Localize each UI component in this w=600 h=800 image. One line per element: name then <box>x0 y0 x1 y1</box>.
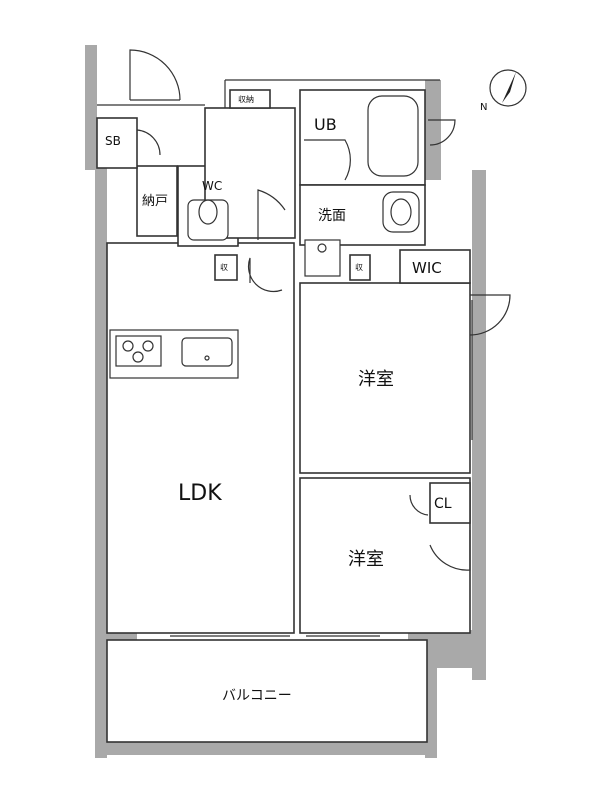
entrance <box>97 49 440 108</box>
unit-bath-label: UB <box>314 115 337 134</box>
compass-north-label: N <box>480 102 487 113</box>
storage-3 <box>349 254 371 281</box>
compass: N <box>480 69 527 113</box>
storage-3-label: 収 <box>355 262 363 272</box>
wic-room <box>399 249 471 284</box>
closet-room <box>429 482 471 524</box>
nando-label: 納戸 <box>142 194 168 209</box>
storage-2-label: 収 <box>220 262 228 272</box>
western-room-1 <box>299 282 471 474</box>
toilet-label: WC <box>202 179 222 193</box>
doors <box>136 119 511 571</box>
compass-needle-icon <box>502 72 516 103</box>
kitchen-counter <box>109 329 239 379</box>
balcony-label: バルコニー <box>222 688 292 704</box>
storage-1 <box>229 89 271 109</box>
compass-circle <box>489 69 527 107</box>
room-outlines <box>96 89 471 743</box>
shoebox-label: SB <box>105 134 121 148</box>
nando-room <box>136 165 178 237</box>
windows <box>170 300 473 637</box>
western-room-2-label: 洋室 <box>348 549 384 570</box>
ldk-label: LDK <box>178 481 222 506</box>
ldk-room <box>106 242 295 634</box>
storage-1-label: 収納 <box>238 94 254 104</box>
storage-2 <box>214 254 238 281</box>
room-labels: LDK 洋室 洋室 UB 洗面 WC 納戸 SB WIC CL 収納 収 収 バ… <box>105 94 452 704</box>
closet-label: CL <box>434 496 452 512</box>
bath-fixtures <box>187 95 420 277</box>
washroom-label: 洗面 <box>318 208 346 224</box>
shoebox-room <box>96 117 138 169</box>
wic-label: WIC <box>412 259 442 277</box>
western-room-1-label: 洋室 <box>358 369 394 390</box>
balcony-area <box>106 639 428 743</box>
